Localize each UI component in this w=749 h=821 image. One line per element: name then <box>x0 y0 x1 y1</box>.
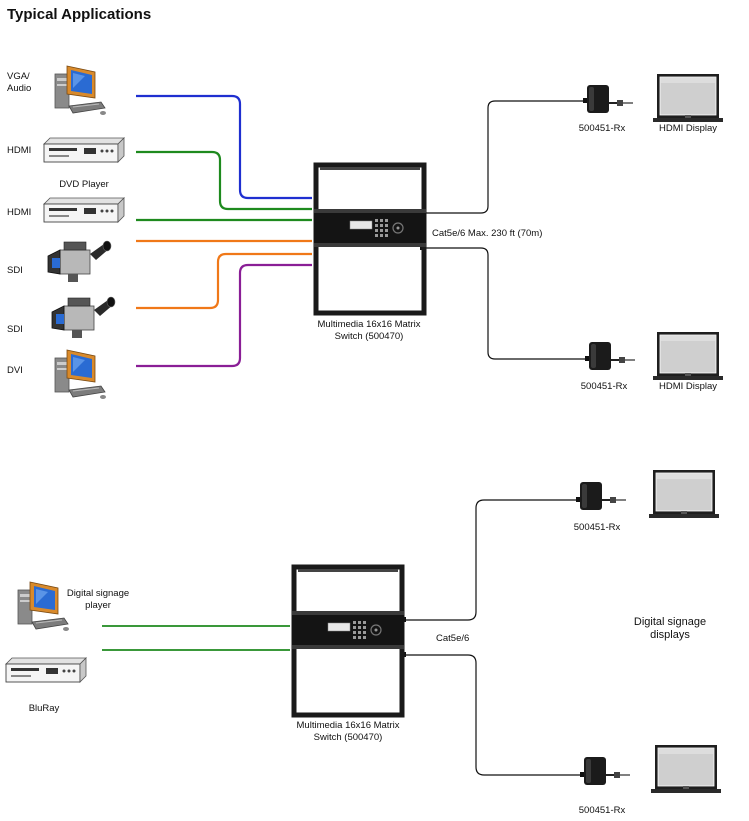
display-icon <box>650 744 722 794</box>
rx-label-3: 500451-Rx <box>574 522 621 533</box>
camcorder-icon <box>47 240 112 283</box>
cable-sdi-2 <box>136 252 312 310</box>
source-label-sdi-2: SDI <box>7 324 23 335</box>
source-label-sdi-1: SDI <box>7 265 23 276</box>
source-label-vga-audio: VGA/Audio <box>7 71 31 94</box>
cat5-cable-lower <box>424 247 588 360</box>
cable-dvi <box>136 263 312 368</box>
receiver-icon <box>579 481 627 511</box>
rx-label-1: 500451-Rx <box>579 123 626 134</box>
receiver-icon <box>583 756 631 786</box>
source-label-hdmi-2: HDMI <box>7 207 31 218</box>
rx-label-2: 500451-Rx <box>581 381 628 392</box>
cat5-cable-upper <box>424 100 586 214</box>
rx-label-4: 500451-Rx <box>579 805 626 816</box>
source-label-hdmi-1: HDMI <box>7 145 31 156</box>
display-icon <box>648 469 720 519</box>
dvd-player-label: DVD Player <box>59 179 109 190</box>
computer-icon <box>54 349 107 400</box>
diagram1: VGA/Audio HDMI HDMI SDI SDI DVI DVD Play… <box>7 65 724 400</box>
receiver-icon <box>588 341 636 371</box>
receiver-icon <box>586 84 634 114</box>
computer-icon <box>54 65 107 116</box>
source-label-dvi: DVI <box>7 365 23 376</box>
camcorder-icon <box>51 296 116 339</box>
matrix-switch-icon <box>314 165 426 313</box>
matrix-switch-icon <box>292 567 404 715</box>
source-label-bluray: BluRay <box>29 703 60 714</box>
dvd-player-icon <box>43 137 125 163</box>
cable-label: Cat5e/6 Max. 230 ft (70m) <box>432 228 542 239</box>
cat5-cable-upper <box>405 499 578 621</box>
cable-hdmi-1 <box>136 150 312 211</box>
cat5-cable-lower <box>405 654 582 776</box>
cable-vga-audio <box>136 94 312 200</box>
dvd-player-icon <box>43 197 125 223</box>
display-label-1: HDMI Display <box>659 123 717 134</box>
dvd-player-icon <box>5 657 87 683</box>
computer-icon <box>17 581 70 632</box>
cable-label: Cat5e/6 <box>436 633 469 644</box>
display-label-2: HDMI Display <box>659 381 717 392</box>
page-title: Typical Applications <box>7 6 152 23</box>
display-icon <box>652 73 724 123</box>
display-icon <box>652 331 724 381</box>
